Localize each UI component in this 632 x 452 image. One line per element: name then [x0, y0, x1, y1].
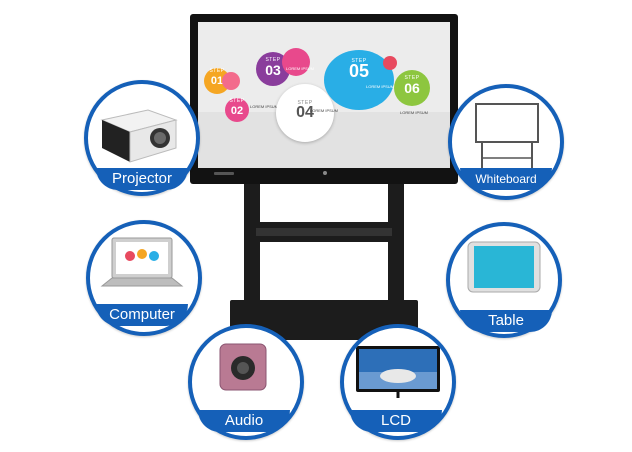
projector-label: Projector	[96, 168, 188, 190]
stand-right-post	[388, 184, 404, 304]
step-01-label: STEP	[209, 68, 225, 74]
step-02-caption: LOREM IPSUM	[250, 104, 279, 109]
stand-left-post	[244, 184, 260, 304]
speaker-icon	[219, 343, 267, 391]
projector-icon	[100, 109, 178, 163]
step-01-accent	[222, 72, 240, 90]
step-06-number: 06	[404, 80, 420, 96]
table-label: Table	[460, 310, 552, 332]
step-03-label: STEP	[265, 57, 281, 63]
step-03-number: 03	[265, 62, 281, 78]
stand-shelf-inner	[256, 228, 392, 236]
step-06-bubble: STEP 06	[394, 70, 430, 106]
lcd-label: LCD	[350, 410, 442, 432]
step-01-number: 01	[210, 75, 224, 87]
step-03-accent	[282, 48, 310, 76]
step-02-label: STEP	[229, 98, 245, 104]
display-screen: STEP 01 STEP 02 LOREM IPSUM STEP 03 LORE…	[198, 22, 450, 168]
step-05-caption: LOREM IPSUM	[366, 84, 395, 89]
display-sensor	[323, 171, 327, 175]
tv-icon	[356, 346, 440, 398]
step-06-label: STEP	[404, 75, 420, 81]
step-02-bubble: STEP 02	[225, 98, 249, 122]
step-04-label: STEP	[297, 100, 313, 106]
step-05-label: STEP	[351, 58, 367, 64]
tablet-icon	[467, 241, 541, 293]
step-05-accent	[383, 56, 397, 70]
step-04-bubble: STEP 04	[276, 84, 334, 142]
whiteboard-icon	[475, 103, 539, 170]
audio-label: Audio	[198, 410, 290, 432]
step-05-bubble: STEP 05	[324, 50, 394, 110]
step-02-number: 02	[230, 105, 244, 117]
step-03-caption: LOREM IPSUM	[286, 66, 315, 71]
step-04-caption: LOREM IPSUM	[310, 108, 339, 113]
computer-label: Computer	[96, 304, 188, 326]
step-06-caption: LOREM IPSUM	[400, 110, 429, 115]
laptop-icon	[100, 237, 184, 287]
whiteboard-label: Whiteboard	[460, 168, 552, 190]
step-05-number: 05	[348, 61, 370, 81]
display-logo	[214, 172, 234, 175]
step-04-number: 04	[296, 104, 314, 121]
